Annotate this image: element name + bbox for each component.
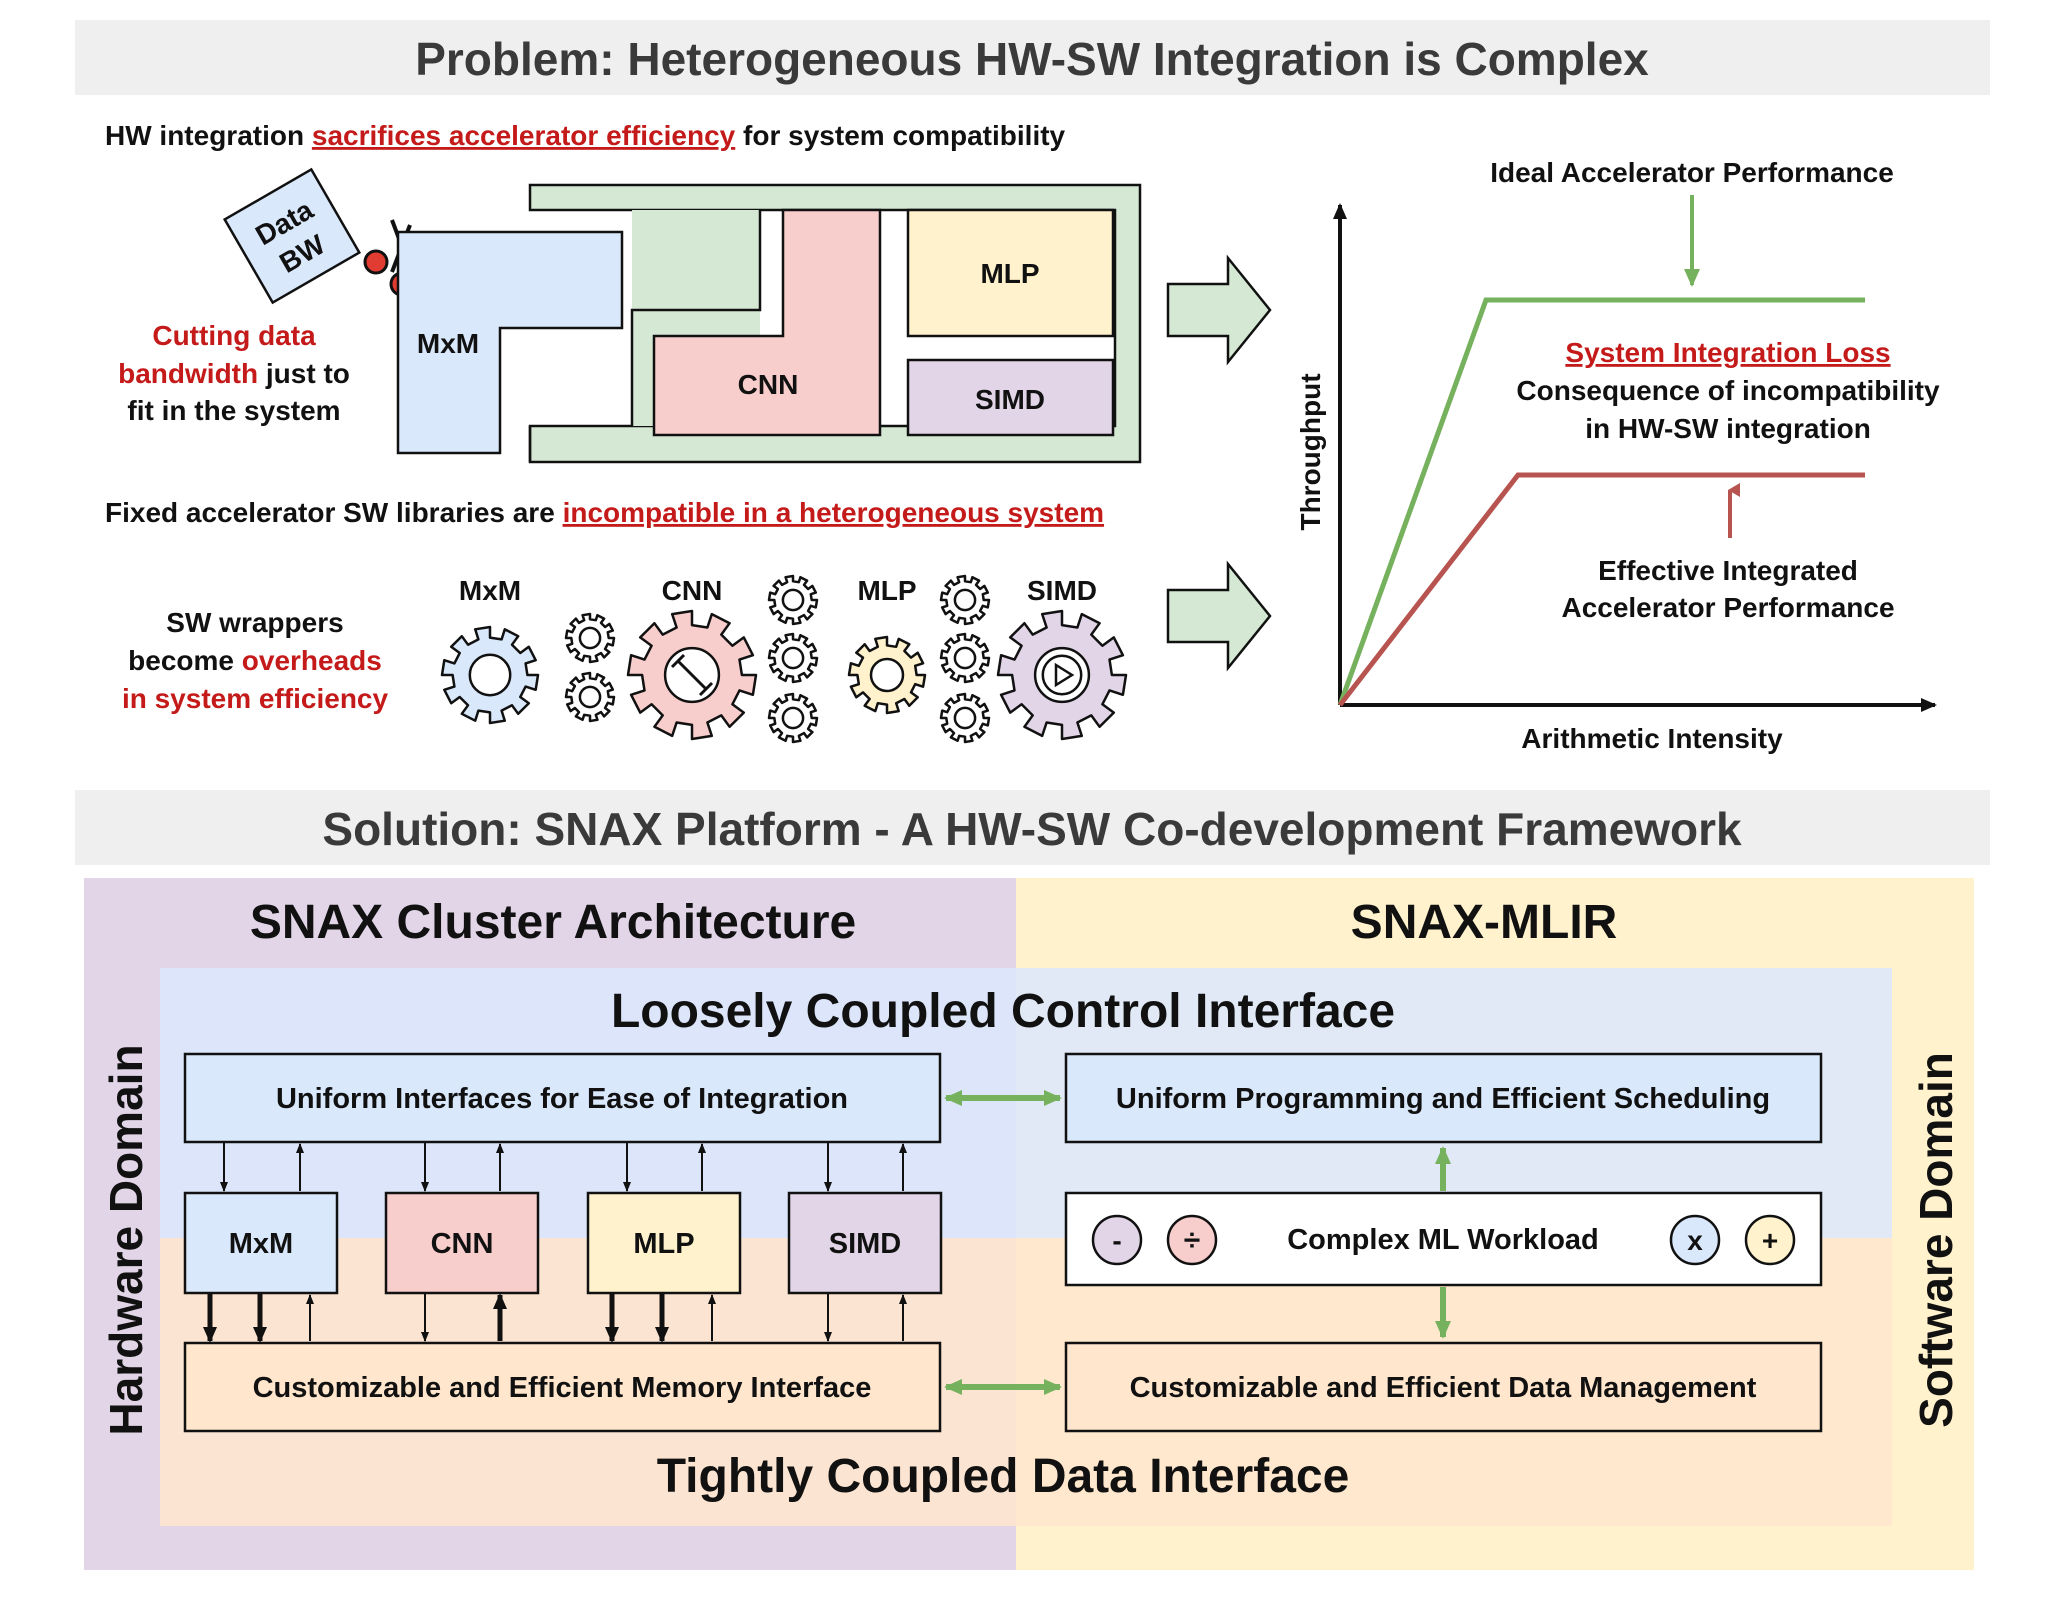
cnn-block-label: CNN — [738, 369, 799, 400]
data-arrows — [203, 1293, 907, 1343]
solution-title-bar — [75, 790, 1990, 865]
wrappers-line2: become overheads — [128, 645, 382, 676]
uniform-interfaces-box — [183, 1052, 942, 1144]
uniform-interfaces-label: Uniform Interfaces for Ease of Integrati… — [276, 1083, 848, 1115]
gear-group — [440, 574, 1128, 744]
gear-label-cnn: CNN — [662, 575, 723, 606]
problem-title: Problem: Heterogeneous HW-SW Integration… — [415, 33, 1649, 85]
hardware-domain-label: Hardware Domain — [100, 1044, 152, 1435]
times-op-label: x — [1687, 1225, 1703, 1256]
tight-interface-label: Tightly Coupled Data Interface — [657, 1450, 1350, 1503]
gear-wrapper-icon-hole — [953, 646, 977, 670]
gear-label-simd: SIMD — [1027, 575, 1097, 606]
memory-interface-box — [183, 1341, 942, 1433]
wrappers-line1: SW wrappers — [166, 607, 343, 638]
divide-op-label: ÷ — [1184, 1224, 1200, 1257]
gear-label-mxm: MxM — [459, 575, 521, 606]
data-management-box — [1064, 1341, 1823, 1433]
sw-libraries-line: Fixed accelerator SW libraries are incom… — [105, 497, 1104, 528]
workload-label: Complex ML Workload — [1287, 1224, 1599, 1256]
divide-op-icon — [1166, 1214, 1218, 1266]
cnn-block — [652, 208, 882, 437]
plus-op-icon — [1744, 1214, 1796, 1266]
minus-op-label: - — [1112, 1225, 1121, 1256]
gear-wrapper-icon-hole — [781, 706, 805, 730]
gear-wrapper-icon-hole — [781, 646, 805, 670]
play-icon — [1054, 662, 1075, 688]
accel-box-simd — [787, 1191, 943, 1295]
data-management-label: Customizable and Efficient Data Manageme… — [1130, 1372, 1757, 1404]
gear-mlp-icon-hole — [869, 657, 905, 693]
cutting-text-line3: fit in the system — [127, 395, 340, 426]
problem-title-bar — [75, 20, 1990, 95]
cutting-text-line1: Cutting data — [152, 320, 316, 351]
loss-line1: Consequence of incompatibility — [1516, 375, 1940, 406]
data-bw-tag: Data BW — [222, 167, 362, 305]
loss-line2: in HW-SW integration — [1585, 413, 1871, 444]
accel-box-mxm — [183, 1191, 339, 1295]
mxm-block-label: MxM — [417, 328, 479, 359]
gear-mxm-icon-hole — [468, 653, 512, 697]
loss-title: System Integration Loss — [1565, 337, 1890, 368]
gear-wrapper-icon-hole — [953, 588, 977, 612]
ideal-roofline — [1337, 297, 1865, 706]
sw-header: SNAX-MLIR — [1351, 896, 1618, 949]
ideal-performance-label: Ideal Accelerator Performance — [1490, 157, 1894, 188]
simd-block-label: SIMD — [975, 384, 1045, 415]
uniform-programming-label: Uniform Programming and Efficient Schedu… — [1116, 1083, 1770, 1115]
accel-label-simd: SIMD — [829, 1228, 902, 1260]
hw-header: SNAX Cluster Architecture — [250, 896, 856, 949]
plus-op-label: + — [1762, 1225, 1778, 1256]
gear-wrapper-icon-hole — [781, 588, 805, 612]
mlp-block-label: MLP — [980, 258, 1039, 289]
accel-box-mlp — [586, 1191, 742, 1295]
hw-integration-line: HW integration sacrifices accelerator ef… — [105, 120, 1066, 151]
block-arrow-bottom — [1166, 560, 1272, 672]
solution-title: Solution: SNAX Platform - A HW-SW Co-dev… — [322, 803, 1742, 855]
effective-line1: Effective Integrated — [1598, 555, 1858, 586]
effective-line2: Accelerator Performance — [1561, 592, 1894, 623]
y-axis-label: Throughput — [1295, 373, 1326, 530]
x-axis-label: Arithmetic Intensity — [1521, 723, 1783, 754]
mxm-block — [396, 230, 624, 455]
accel-label-cnn: CNN — [431, 1228, 494, 1260]
uniform-programming-box — [1064, 1052, 1823, 1144]
cutting-text-line2: bandwidth just to — [118, 358, 350, 389]
gear-wrapper-icon-hole — [578, 685, 602, 709]
simd-block — [906, 358, 1115, 437]
gear-label-mlp: MLP — [857, 575, 916, 606]
play-circle-icon — [1041, 654, 1083, 696]
gear-wrapper-icon-hole — [578, 626, 602, 650]
gear-wrapper-icon-hole — [953, 706, 977, 730]
accel-label-mxm: MxM — [229, 1228, 293, 1260]
control-arrows — [220, 1142, 907, 1192]
mlp-block — [906, 208, 1115, 338]
accel-box-cnn — [384, 1191, 540, 1295]
loose-interface-label: Loosely Coupled Control Interface — [611, 985, 1395, 1038]
wrappers-line3: in system efficiency — [122, 683, 389, 714]
software-domain-label: Software Domain — [1910, 1052, 1962, 1428]
minus-op-icon — [1091, 1214, 1143, 1266]
effective-roofline — [1338, 472, 1865, 707]
block-arrow-top — [1166, 254, 1272, 366]
link-icon — [670, 653, 714, 697]
accel-label-mlp: MLP — [633, 1228, 694, 1260]
times-op-icon — [1669, 1214, 1721, 1266]
memory-interface-label: Customizable and Efficient Memory Interf… — [253, 1372, 872, 1404]
